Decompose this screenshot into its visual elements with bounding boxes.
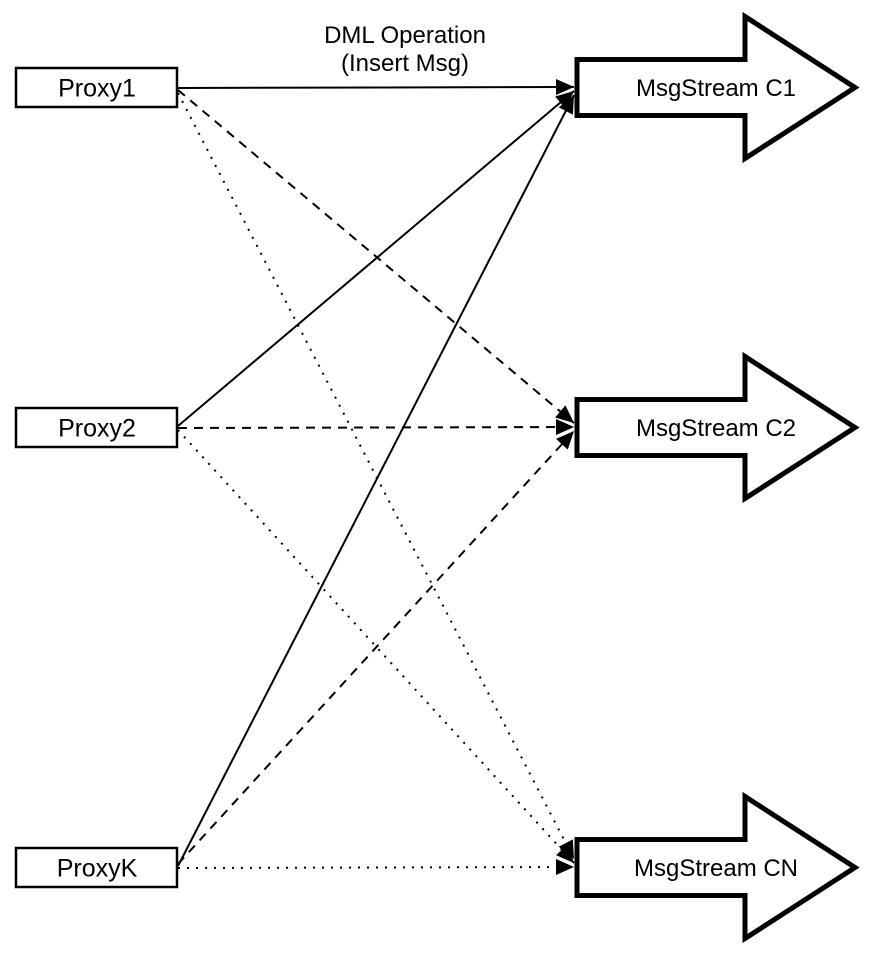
msgstream-c2-label: MsgStream C2 bbox=[636, 415, 796, 442]
proxy2-box bbox=[14, 406, 179, 449]
proxyk-box bbox=[14, 846, 179, 889]
diagram-title-line1: DML Operation bbox=[324, 22, 486, 49]
connection-proxy1-to-c2 bbox=[177, 89, 575, 424]
connection-proxyk-to-cn bbox=[177, 859, 575, 876]
proxyk-label: ProxyK bbox=[57, 855, 138, 883]
msgstream-cn-arrow-shape bbox=[574, 791, 860, 944]
connection-proxyk-to-c1 bbox=[177, 94, 575, 867]
diagram-title-line2: (Insert Msg) bbox=[341, 50, 469, 77]
connection-proxy1-to-c1 bbox=[177, 79, 575, 96]
connection-proxy2-to-c2 bbox=[177, 419, 575, 436]
msgstream-cn-label: MsgStream CN bbox=[634, 855, 798, 882]
connection-proxy1-to-cn bbox=[177, 92, 575, 860]
proxy1-box bbox=[14, 66, 179, 109]
connection-proxyk-to-c2 bbox=[177, 430, 575, 865]
msgstream-c2-arrow-shape bbox=[574, 351, 860, 504]
connection-proxy2-to-c1 bbox=[177, 90, 575, 427]
proxy2-label: Proxy2 bbox=[58, 415, 136, 443]
proxy1-label: Proxy1 bbox=[58, 75, 136, 103]
msgstream-c1-label: MsgStream C1 bbox=[636, 75, 796, 102]
msgstream-c1-arrow-shape bbox=[574, 11, 860, 164]
